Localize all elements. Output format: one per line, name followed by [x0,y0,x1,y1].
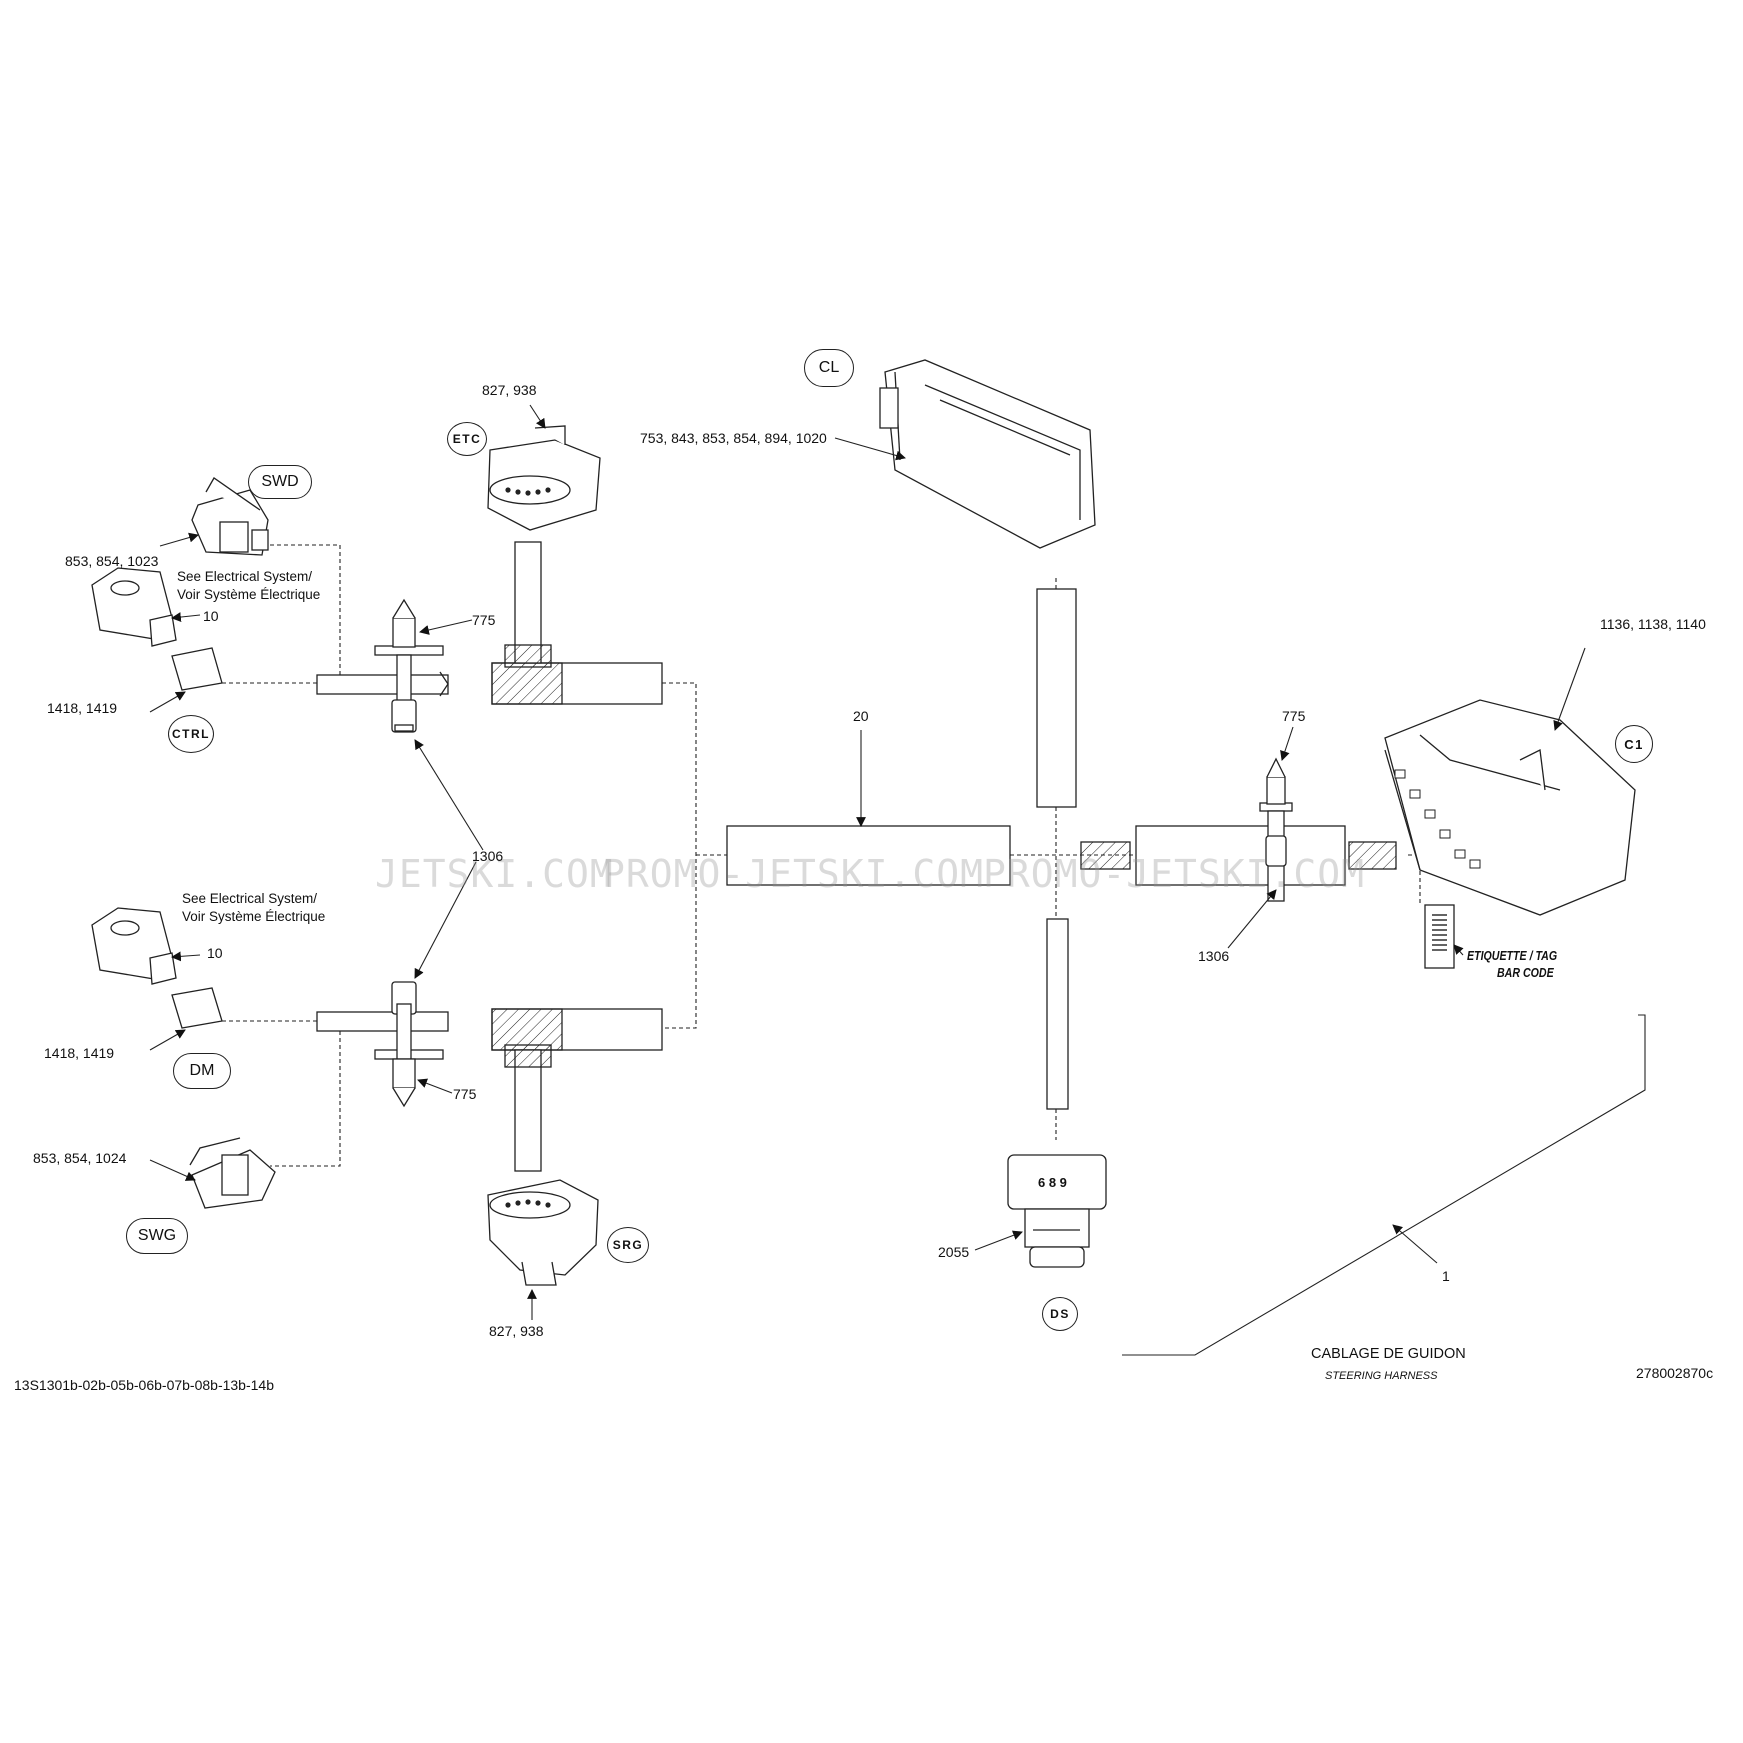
sensor-bottom-drawing [91,907,223,1029]
connector-swd-label: SWD [248,465,312,499]
connector-cl-label: CL [804,349,854,387]
tag-line-2: BAR CODE [1497,966,1554,980]
callout-plug-bot: 1418, 1419 [44,1045,115,1061]
etc-connector-drawing [487,425,601,531]
connector-srg-label: SRG [607,1227,649,1263]
swd-connector-drawing [191,477,269,556]
connector-dm-label: DM [173,1053,231,1089]
callout-cl-parts: 753, 843, 853, 854, 894, 1020 [640,430,827,446]
callout-swd-parts: 853, 854, 1023 [65,553,159,569]
callout-tube-20: 20 [853,708,869,724]
callout-clip-right: 775 [1282,708,1306,724]
note-see-bot-2: Voir Système Électrique [182,909,326,924]
callout-tie-right: 1306 [1198,948,1230,964]
sensor-top-drawing [91,567,223,691]
c1-connector-drawing [1384,699,1636,916]
leader-lines [149,404,1646,1356]
callout-clip-bot: 775 [453,1086,477,1102]
drawing-number: 278002870c [1636,1365,1714,1381]
callout-clip-top: 775 [472,612,496,628]
title-fr: CABLAGE DE GUIDON [1311,1346,1466,1362]
callout-etc-parts: 827, 938 [482,382,537,398]
model-code: 13S1301b-02b-05b-06b-07b-08b-13b-14b [14,1377,274,1393]
connector-swg-label: SWG [126,1218,188,1254]
watermark-a: JETSKI.COM [375,852,614,896]
callout-ten-bot: 10 [207,945,223,961]
callout-ds-parts: 2055 [938,1244,970,1260]
tag-line-1: ETIQUETTE / TAG [1467,949,1558,963]
callout-ten-top: 10 [203,608,219,624]
barcode-tag-drawing [1424,904,1455,969]
watermark-c: PROMO-JETSKI.COM [983,852,1366,896]
swg-connector-drawing [189,1137,276,1209]
callout-tie-mid: 1306 [472,848,504,864]
ds-sensor-numbers: 6 8 9 [1038,1175,1067,1190]
dashed-wires [222,544,1421,1167]
callout-swg-parts: 853, 854, 1024 [33,1150,127,1166]
top-left-branch [316,541,663,733]
note-see-top-2: Voir Système Électrique [177,587,321,602]
callout-harness-item: 1 [1442,1268,1450,1284]
callout-plug-top: 1418, 1419 [47,700,118,716]
center-trunk [726,588,1397,1110]
callout-srg-parts: 827, 938 [489,1323,544,1339]
note-see-bot-1: See Electrical System/ [182,891,318,906]
connector-c1-label: C1 [1615,725,1653,763]
watermark-b: PROMO-JETSKI.COM [602,852,985,896]
ds-sensor-drawing [1007,1154,1107,1268]
callout-c1-parts: 1136, 1138, 1140 [1600,616,1706,632]
connector-ds-label: DS [1042,1297,1078,1331]
cl-connector-drawing [879,359,1096,549]
title-en: STEERING HARNESS [1325,1370,1438,1382]
bottom-left-branch [316,981,663,1172]
note-see-top-1: See Electrical System/ [177,569,313,584]
connector-ctrl-label: CTRL [168,715,214,753]
connector-etc-label: ETC [447,422,487,456]
srg-connector-drawing [487,1179,599,1286]
